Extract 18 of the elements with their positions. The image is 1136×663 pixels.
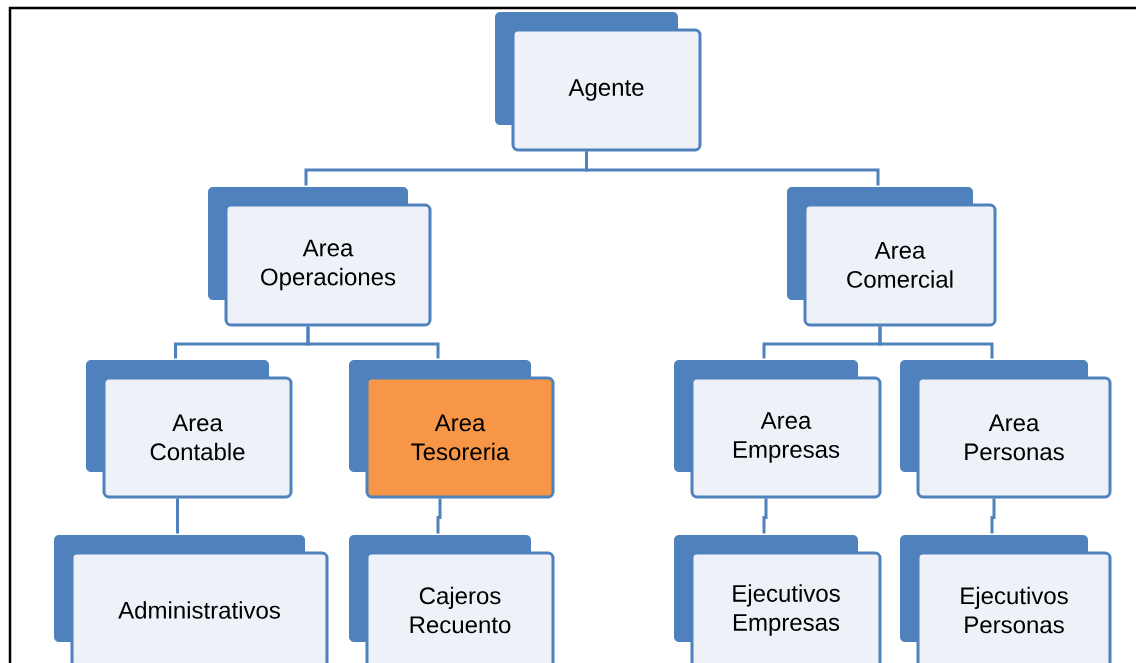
org-box: Area Comercial (787, 187, 997, 327)
org-box: Cajeros Recuento (349, 535, 555, 663)
org-box: Ejecutivos Empresas (674, 535, 882, 663)
org-box: Area Empresas (674, 360, 882, 499)
connector-line (306, 326, 440, 359)
connector-line (176, 498, 179, 534)
org-box: Area Contable (86, 360, 293, 499)
connector-line (878, 326, 994, 359)
org-box: Area Personas (900, 360, 1112, 499)
connector-line (436, 498, 442, 534)
connector-line (990, 498, 996, 534)
connector-line (585, 151, 880, 186)
connector-line (762, 498, 768, 534)
org-box: Area Operaciones (208, 187, 432, 327)
org-box: Ejecutivos Personas (900, 535, 1112, 663)
org-box: Area Tesoreria (349, 360, 555, 499)
org-box: Agente (495, 12, 702, 152)
org-box: Administrativos (54, 535, 329, 663)
